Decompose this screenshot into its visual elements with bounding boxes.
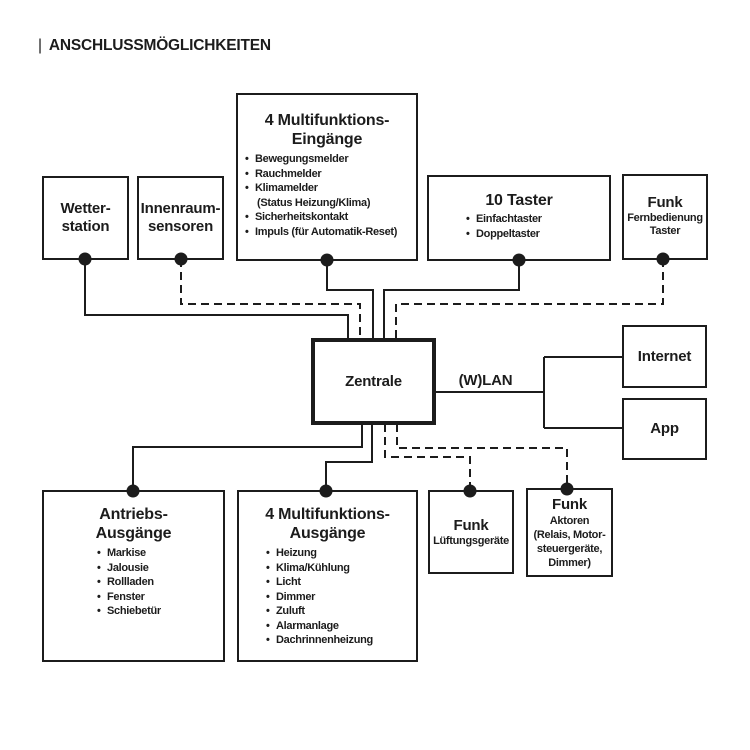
list-item: Impuls (für Automatik-Reset) [244, 225, 416, 240]
box-antriebs-ausgaenge: Antriebs- Ausgänge Markise Jalousie Roll… [42, 490, 225, 662]
antrieb-title-line1: Antriebs- [99, 506, 168, 523]
wire-eingaenge-zentrale [326, 260, 374, 339]
ma-title-line2: Ausgänge [289, 525, 366, 542]
antrieb-title-line2: Ausgänge [95, 525, 172, 542]
page-title: | ANSCHLUSSMÖGLICHKEITEN [38, 37, 271, 55]
funk-lueftung-title: Funk [453, 516, 489, 534]
box-wetterstation: Wetter- station [42, 176, 129, 260]
taster-title: 10 Taster [485, 192, 553, 209]
funk-fernbedienung-title: Funk [647, 194, 683, 211]
list-item: Alarmanlage [265, 619, 416, 634]
antrieb-list: Markise Jalousie Rollladen Fenster Schie… [44, 546, 223, 619]
box-taster: 10 Taster Einfachtaster Doppeltaster [427, 175, 611, 261]
funk-fernbedienung-line2: Fernbedienung [627, 212, 703, 224]
ma-title-line1: 4 Multifunktions- [265, 506, 390, 523]
wire-zentrale-lueftungsgeraete-funk [384, 424, 471, 491]
list-item: Heizung [265, 546, 416, 561]
wire-wetterstation-zentrale [84, 259, 349, 339]
box-zentrale: Zentrale [311, 338, 436, 425]
list-item: Doppeltaster [465, 227, 609, 242]
list-item: Schiebetür [96, 604, 223, 619]
box-innenraumsensoren: Innenraum- sensoren [137, 176, 224, 260]
ma-list: Heizung Klima/Kühlung Licht Dimmer Zuluf… [239, 546, 416, 648]
funk-fernbedienung-line3: Taster [649, 225, 681, 237]
list-item: Licht [265, 575, 416, 590]
wire-taster-zentrale [383, 260, 520, 339]
wire-innenraumsensoren-zentrale-funk [180, 259, 361, 339]
funk-lueftung-line2: Lüftungsgeräte [433, 534, 509, 547]
wetterstation-line2: station [61, 218, 110, 235]
wire-wlan-internet-app [436, 356, 622, 429]
me-title-line1: 4 Multifunktions- [264, 112, 390, 129]
funk-aktoren-line4: steuergeräte, [536, 543, 603, 555]
list-item: Klima/Kühlung [265, 561, 416, 576]
box-multifunktions-eingaenge: 4 Multifunktions- Eingänge Bewegungsmeld… [236, 93, 418, 261]
app-label: App [650, 420, 679, 437]
me-title-line2: Eingänge [291, 131, 363, 148]
box-funk-aktoren: Funk Aktoren (Relais, Motor- steuergerät… [526, 488, 613, 577]
list-item: Einfachtaster [465, 212, 609, 227]
me-list: Bewegungsmelder Rauchmelder Klimamelder … [238, 152, 416, 239]
wire-zentrale-multifunktionsausgaenge [325, 424, 373, 491]
innenraumsensoren-line2: sensoren [147, 218, 214, 235]
internet-label: Internet [637, 347, 692, 365]
innenraumsensoren-line1: Innenraum- [140, 200, 221, 217]
list-item: Rollladen [96, 575, 223, 590]
wire-zentrale-aktoren-funk [396, 424, 568, 489]
funk-aktoren-line2: Aktoren [549, 515, 590, 527]
wetterstation-line1: Wetter- [60, 200, 111, 217]
list-item: Dachrinnenheizung [265, 633, 416, 648]
funk-aktoren-line3: (Relais, Motor- [533, 529, 606, 541]
list-item: Zuluft [265, 604, 416, 619]
wlan-label: (W)LAN [458, 372, 513, 389]
list-item: Dimmer [265, 590, 416, 605]
box-internet: Internet [622, 325, 707, 388]
taster-list: Einfachtaster Doppeltaster [429, 212, 609, 241]
wire-zentrale-antriebsausgaenge [132, 424, 363, 491]
zentrale-label: Zentrale [345, 372, 402, 390]
title-bar-glyph: | [38, 37, 42, 54]
box-funk-fernbedienung: Funk Fernbedienung Taster [622, 174, 708, 260]
list-item-subnote: (Status Heizung/Klima) [257, 196, 371, 209]
list-item: Jalousie [96, 561, 223, 576]
list-item: Klimamelder [244, 181, 416, 196]
list-item: Markise [96, 546, 223, 561]
funk-aktoren-title: Funk [551, 496, 588, 513]
list-item: Rauchmelder [244, 167, 416, 182]
list-item: Fenster [96, 590, 223, 605]
funk-aktoren-line5: Dimmer) [548, 557, 591, 569]
box-app: App [622, 398, 707, 460]
box-multifunktions-ausgaenge: 4 Multifunktions- Ausgänge Heizung Klima… [237, 490, 418, 662]
box-funk-lueftungsgeraete: Funk Lüftungsgeräte [428, 490, 514, 574]
list-item: Sicherheitskontakt [244, 210, 416, 225]
list-item: Bewegungsmelder [244, 152, 416, 167]
title-text: ANSCHLUSSMÖGLICHKEITEN [48, 37, 271, 54]
